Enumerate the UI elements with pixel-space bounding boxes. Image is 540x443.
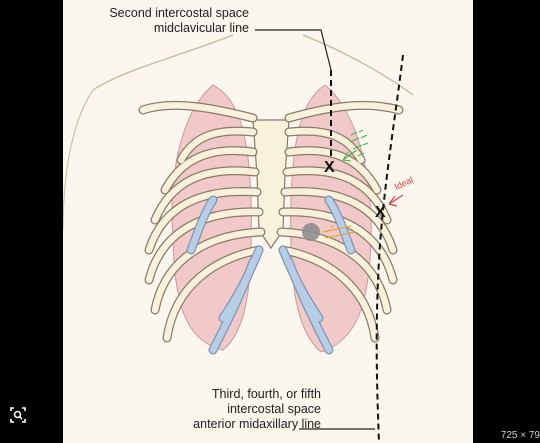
lower-x-marker: X: [375, 204, 386, 221]
bottom-label-line2: intercostal space: [227, 402, 321, 416]
chest-diagram: Second intercostal space midclavicular l…: [63, 0, 473, 443]
top-label: Second intercostal space midclavicular l…: [109, 6, 249, 36]
top-leader-line: [255, 29, 332, 71]
rib-cage-illustration: [63, 29, 414, 443]
location-dot: [302, 223, 320, 241]
upper-x-marker: X: [324, 159, 335, 176]
torso-outline: [92, 34, 414, 96]
left-clavicle-fill: [139, 102, 257, 122]
bottom-label: Third, fourth, or fifth intercostal spac…: [193, 387, 321, 432]
top-label-line2: midclavicular line: [153, 21, 249, 35]
bottom-label-line3: anterior midaxillary line: [193, 417, 321, 431]
right-clavicle-fill: [285, 102, 403, 122]
top-label-line1: Second intercostal space: [109, 6, 249, 20]
orange-annotation: [322, 225, 356, 239]
image-search-icon[interactable]: [8, 405, 28, 425]
bottom-label-line1: Third, fourth, or fifth: [211, 387, 321, 401]
left-cartilage: [186, 195, 264, 355]
midaxillary-line: [375, 54, 404, 443]
ideal-arrow: [388, 194, 404, 207]
image-dimensions-text: 725 × 79: [500, 430, 540, 441]
torso-left-side: [63, 89, 94, 231]
green-annotation: [342, 129, 369, 162]
right-ribs: [276, 126, 398, 343]
right-cartilage: [278, 195, 356, 355]
